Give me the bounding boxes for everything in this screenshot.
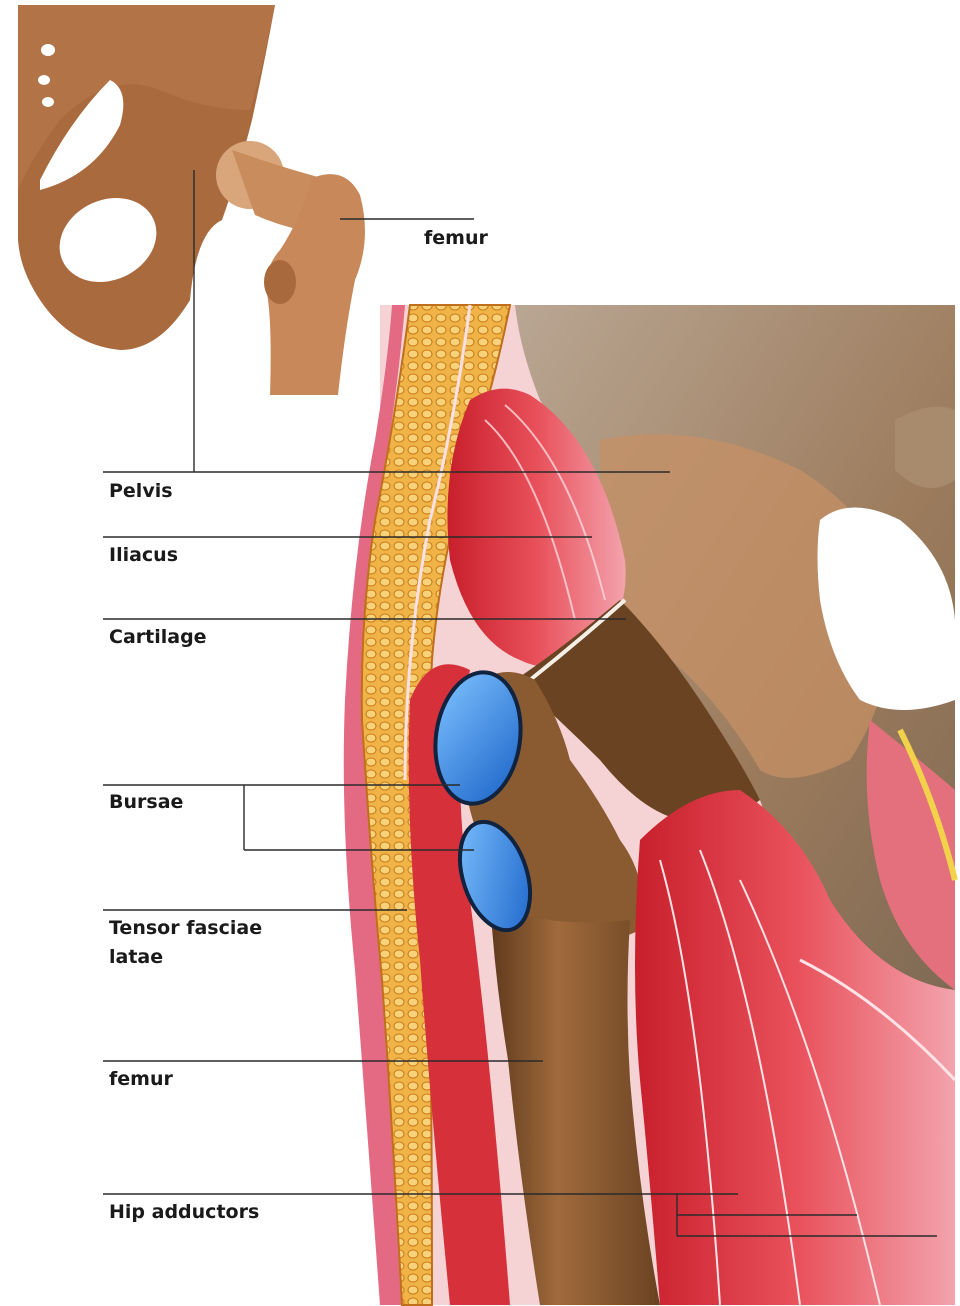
label-pelvis: Pelvis <box>109 477 173 506</box>
label-femur-top: femur <box>424 224 488 253</box>
label-iliacus: Iliacus <box>109 541 178 570</box>
label-tensor-fasciae-latae: Tensor fasciae latae <box>109 914 262 972</box>
label-femur: femur <box>109 1065 173 1094</box>
label-hip-adductors: Hip adductors <box>109 1198 259 1227</box>
skeleton-overview-illustration <box>18 5 365 395</box>
label-cartilage: Cartilage <box>109 623 207 652</box>
label-bursae: Bursae <box>109 788 183 817</box>
hip-cross-section-illustration <box>344 305 955 1305</box>
